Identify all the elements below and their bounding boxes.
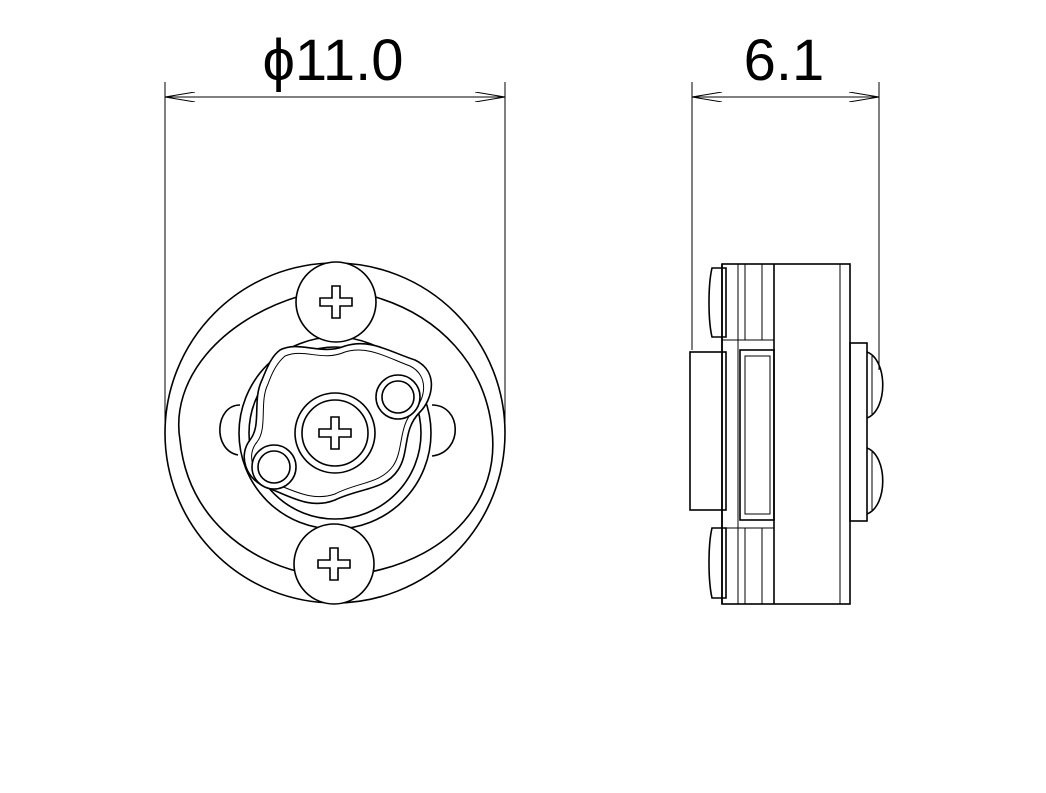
bottom-screw-head-left (708, 527, 727, 599)
bottom-screw (293, 523, 375, 605)
diameter-label: ϕ11.0 (262, 28, 403, 93)
rotor-plate-side (739, 349, 775, 521)
front-view: ϕ11.0 (164, 28, 506, 605)
thickness-label: 6.1 (744, 28, 825, 93)
right-screw-head-lower (866, 447, 884, 515)
inner-flange-outline (177, 295, 494, 573)
main-body (721, 263, 851, 605)
thickness-dimension: 6.1 (691, 28, 880, 370)
rotor-inner-ring (248, 346, 422, 520)
diameter-dimension: ϕ11.0 (164, 28, 506, 430)
left-lobe (219, 404, 241, 456)
right-lobe (431, 404, 456, 457)
shaft-protrusion (689, 351, 727, 511)
rotor-plate-inner (744, 355, 771, 515)
pin-hole-lower-left (251, 444, 297, 490)
pin-hole-upper-right (375, 374, 421, 420)
top-screw-head-left (708, 267, 727, 338)
rotor-hub-inner-edge (251, 349, 425, 498)
right-screw-head-upper (866, 351, 884, 419)
top-screw (295, 261, 377, 343)
center-screw (294, 392, 376, 474)
side-view: 6.1 (689, 28, 884, 605)
right-flange (849, 342, 868, 522)
